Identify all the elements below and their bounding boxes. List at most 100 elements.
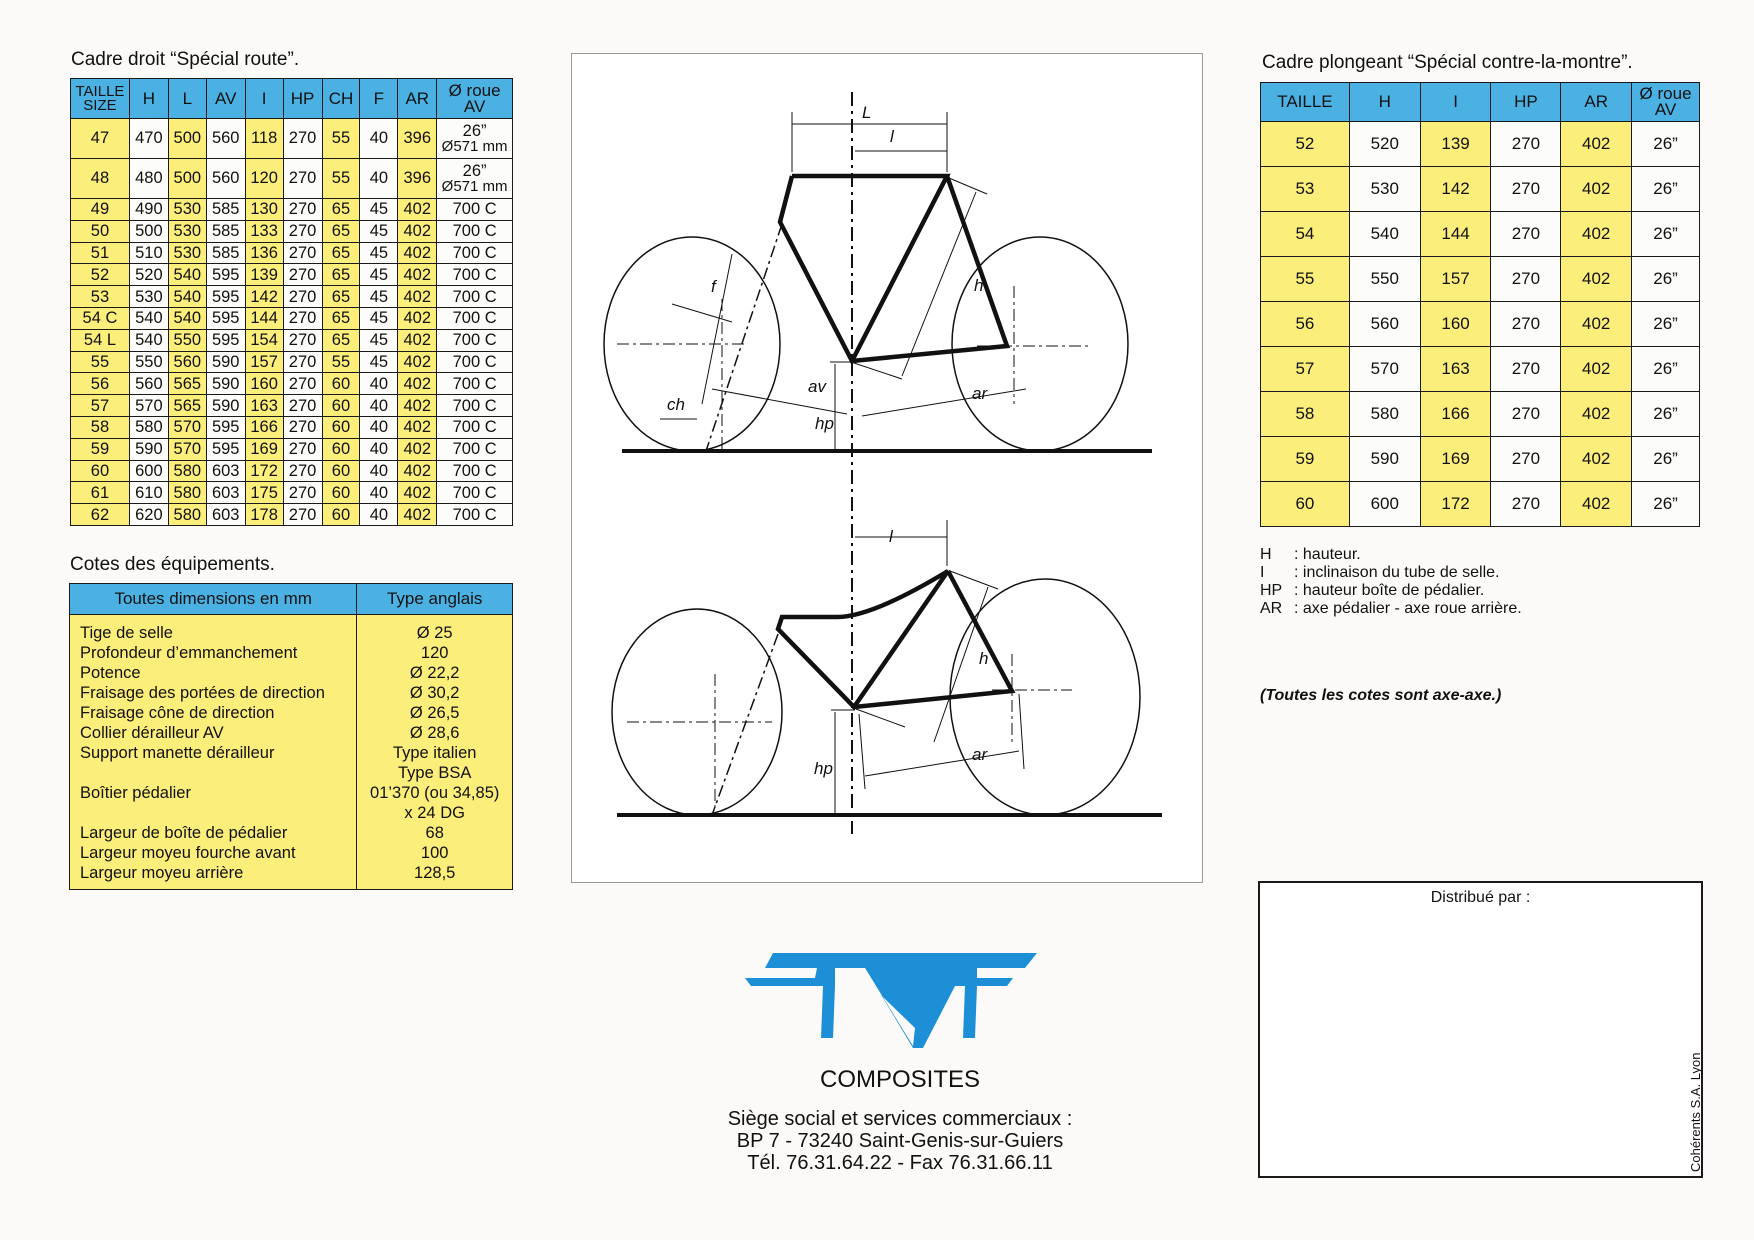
cell-wheel: 700 C: [436, 415, 513, 439]
cell-hp: 270: [282, 394, 323, 417]
cell-av: 603: [205, 459, 246, 483]
cell-h: 480: [128, 158, 169, 199]
col-header-i: I: [1419, 82, 1492, 122]
cell-l: 530: [167, 219, 207, 243]
cell-f: 40: [359, 394, 399, 417]
label-av: av: [808, 377, 827, 396]
label-f: f: [711, 277, 718, 296]
cell-f: 40: [359, 481, 399, 505]
cell-h: 560: [128, 372, 169, 396]
cell-h: 580: [128, 415, 169, 439]
cell-i: 130: [244, 198, 284, 221]
cell-i: 144: [244, 306, 284, 330]
equipment-label: Fraisage cône de direction: [69, 703, 358, 723]
cell-size: 62: [70, 503, 130, 526]
distributor-box: Distribué par :: [1258, 881, 1703, 1178]
label-ch: ch: [667, 395, 685, 414]
equipment-label: Largeur moyeu fourche avant: [69, 843, 358, 863]
cell-h: 550: [1348, 256, 1421, 302]
cell-f: 45: [359, 241, 399, 265]
cell-ch: 60: [321, 459, 361, 483]
equipment-label: Largeur de boîte de pédalier: [69, 823, 358, 843]
cell-h: 520: [1348, 121, 1421, 167]
cell-f: 40: [359, 459, 399, 483]
equipment-value: 120: [356, 643, 513, 663]
cell-hp: 270: [282, 306, 323, 330]
cell-l: 550: [167, 328, 207, 352]
cell-l: 560: [167, 350, 207, 374]
cell-l: 530: [167, 198, 207, 221]
rear-triangle-bottom: [853, 569, 1016, 710]
cell-i: 142: [244, 285, 284, 308]
cell-i: 136: [244, 241, 284, 265]
cell-ar: 396: [397, 118, 438, 159]
cell-roue: 26”: [1631, 481, 1700, 527]
cell-f: 40: [359, 118, 399, 159]
cell-wheel: 700 C: [436, 437, 513, 461]
cell-i: 172: [1419, 481, 1492, 527]
cell-hp: 270: [282, 437, 323, 461]
tvt-logo: [745, 948, 1045, 1058]
cell-l: 500: [167, 158, 207, 199]
cell-i: 175: [244, 481, 284, 505]
equipment-label: Profondeur d’emmanchement: [69, 643, 358, 663]
cell-l: 570: [167, 415, 207, 439]
cell-i: 172: [244, 459, 284, 483]
cell-f: 40: [359, 503, 399, 526]
col-header-av: AV: [205, 78, 246, 119]
cell-h: 490: [128, 198, 169, 221]
col-header-h: H: [1348, 82, 1421, 122]
equipment-value: 68: [356, 823, 513, 843]
cell-size: 52: [70, 263, 130, 287]
cell-f: 45: [359, 263, 399, 287]
cell-i: 157: [244, 350, 284, 374]
cell-f: 45: [359, 328, 399, 352]
cell-ar: 402: [397, 263, 438, 287]
label-L: L: [862, 103, 871, 122]
cell-hp: 270: [282, 219, 323, 243]
cell-ch: 65: [321, 328, 361, 352]
cell-ar: 402: [397, 459, 438, 483]
equipment-value: 100: [356, 843, 513, 863]
cell-ar: 402: [1560, 166, 1633, 212]
cell-i: 139: [244, 263, 284, 287]
cell-av: 585: [205, 241, 246, 265]
col-header-size: TAILLE: [1260, 82, 1350, 122]
cell-hp: 270: [282, 263, 323, 287]
label-l: l: [890, 127, 895, 146]
cell-h: 540: [128, 306, 169, 330]
cell-ch: 65: [321, 198, 361, 221]
cell-hp: 270: [1490, 436, 1562, 482]
cell-hp: 270: [1490, 166, 1562, 212]
cell-av: 603: [205, 503, 246, 526]
cell-wheel: 700 C: [436, 350, 513, 374]
label-hp-bottom: hp: [814, 759, 833, 778]
cell-h: 500: [128, 219, 169, 243]
cell-size: 53: [1260, 166, 1350, 212]
distributor-label: Distribué par :: [1430, 889, 1531, 906]
cell-wheel: 700 C: [436, 285, 513, 308]
cell-hp: 270: [282, 118, 323, 159]
cell-av: 590: [205, 394, 246, 417]
cell-i: 160: [244, 372, 284, 396]
col-header-f: F: [359, 78, 399, 119]
cell-f: 45: [359, 285, 399, 308]
cell-l: 540: [167, 306, 207, 330]
cell-ar: 402: [397, 415, 438, 439]
cell-i: 120: [244, 158, 284, 199]
cell-av: 595: [205, 415, 246, 439]
